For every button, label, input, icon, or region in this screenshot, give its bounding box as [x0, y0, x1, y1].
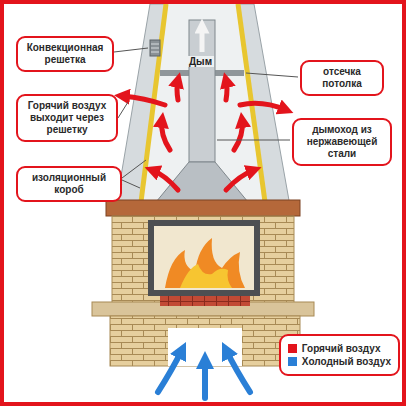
callout-text: отсечка потолка: [308, 66, 376, 90]
callout-box: отсечка потолка: [300, 60, 384, 96]
legend-box: Горячий воздухХолодный воздух: [279, 334, 400, 376]
callout-box: дымоход из нержавеющей стали: [292, 118, 392, 166]
legend-swatch: [288, 357, 297, 366]
callout-text: дымоход из нержавеющей стали: [300, 124, 384, 160]
callout-box: изоляционный короб: [16, 166, 122, 202]
callout-text: Горячий воздух выходит через решетку: [24, 100, 110, 136]
callout-text: Конвекционная решетка: [24, 42, 106, 66]
callout-box: Горячий воздух выходит через решетку: [16, 94, 118, 142]
part-label: Дым: [187, 56, 214, 67]
callout-text: изоляционный короб: [24, 172, 114, 196]
legend-swatch: [288, 344, 297, 353]
legend-row: Холодный воздух: [288, 356, 391, 367]
callout-box: Конвекционная решетка: [16, 36, 114, 72]
legend-row: Горячий воздух: [288, 343, 391, 354]
legend-text: Горячий воздух: [302, 343, 381, 354]
legend-text: Холодный воздух: [302, 356, 391, 367]
